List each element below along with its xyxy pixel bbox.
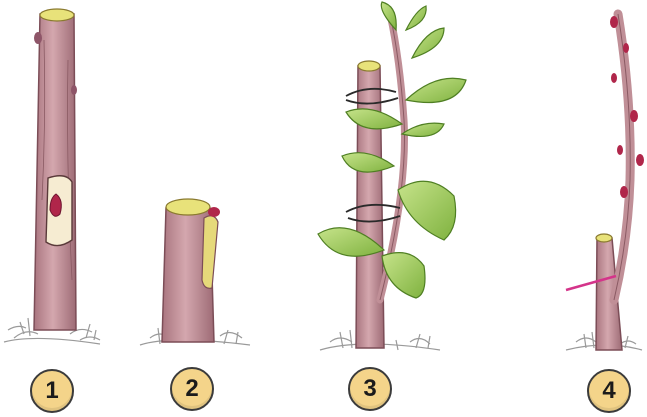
step-1-budded-rootstock: [4, 9, 100, 344]
step-badge-1: 1: [30, 369, 74, 413]
step-number-4: 4: [602, 377, 615, 405]
rootstock-trunk-1: [34, 14, 76, 330]
step-3-tied-shoot: [318, 2, 466, 350]
cut-top-1: [40, 9, 74, 21]
step-badge-4: 4: [587, 369, 631, 413]
cut-top-2: [166, 199, 210, 215]
step-number-2: 2: [185, 375, 198, 403]
step-badge-3: 3: [348, 367, 392, 411]
cut-top-3: [358, 61, 380, 71]
step-number-3: 3: [363, 375, 376, 403]
step-4-grown-shoot: [566, 14, 644, 350]
side-bud-2: [71, 85, 77, 95]
step-number-1: 1: [45, 377, 58, 405]
cut-top-4: [596, 234, 612, 242]
bud-2: [208, 207, 220, 217]
step-2-cut-back: [140, 199, 250, 345]
shoot-stub: [202, 216, 218, 289]
side-bud-1: [34, 32, 42, 44]
step-badge-2: 2: [170, 367, 214, 411]
leaves-3: [318, 2, 466, 298]
